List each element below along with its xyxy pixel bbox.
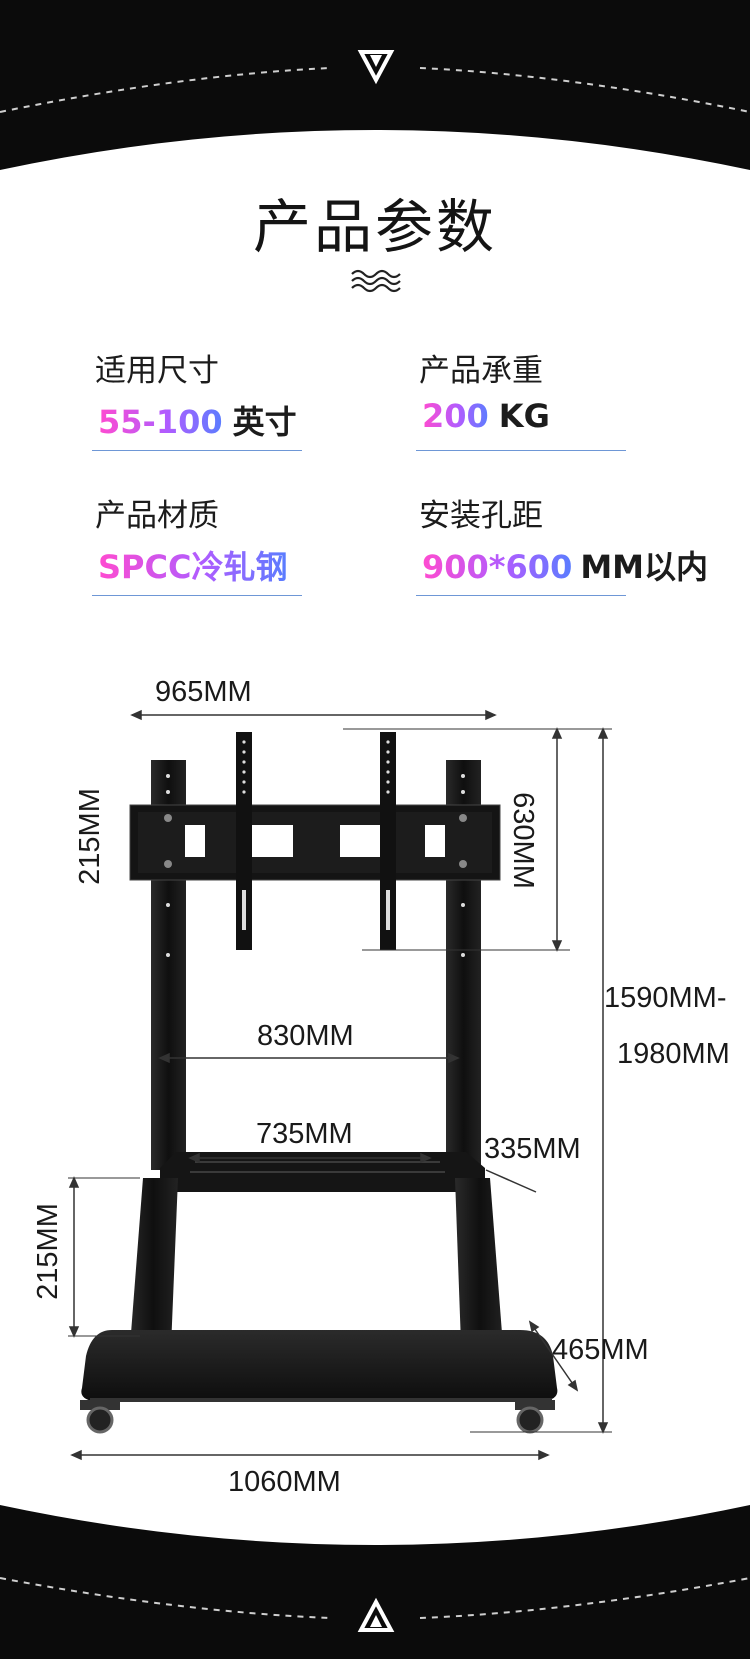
spec-value-material-text: SPCC冷轧钢: [98, 548, 288, 586]
dim-plate-height: 630MM: [506, 792, 539, 889]
spec-divider: [92, 450, 302, 451]
spec-label-hole-spacing: 安装孔距: [419, 498, 543, 534]
spec-value-load-number: 200: [422, 397, 489, 435]
dim-bracket-height: 215MM: [73, 788, 106, 885]
dim-shelf-height: 215MM: [31, 1203, 64, 1300]
spec-value-material: SPCC冷轧钢: [98, 542, 287, 588]
dim-column-spacing: 830MM: [257, 1020, 354, 1052]
dim-total-height-max: 1980MM: [617, 1038, 730, 1070]
spec-value-load-unit: KG: [498, 397, 550, 435]
spec-value-size-unit: 英寸: [232, 403, 297, 441]
dim-top-width: 965MM: [155, 676, 252, 708]
spec-value-size-number: 55-100: [98, 403, 223, 441]
spec-label-size: 适用尺寸: [95, 353, 219, 389]
spec-value-hole-unit: MM以内: [580, 548, 709, 586]
dim-total-height-min: 1590MM-: [604, 982, 727, 1014]
page-title: 产品参数: [252, 193, 497, 261]
spec-divider: [92, 595, 302, 596]
dim-shelf-depth: 335MM: [484, 1133, 581, 1165]
spec-value-hole-number: 900*600: [422, 548, 573, 586]
spec-divider: [416, 595, 626, 596]
dim-base-depth: 465MM: [552, 1334, 649, 1366]
spec-label-material: 产品材质: [95, 498, 219, 534]
dim-base-width: 1060MM: [228, 1466, 341, 1498]
spec-label-load: 产品承重: [419, 353, 543, 389]
dim-shelf-width: 735MM: [256, 1118, 353, 1150]
spec-divider: [416, 450, 626, 451]
